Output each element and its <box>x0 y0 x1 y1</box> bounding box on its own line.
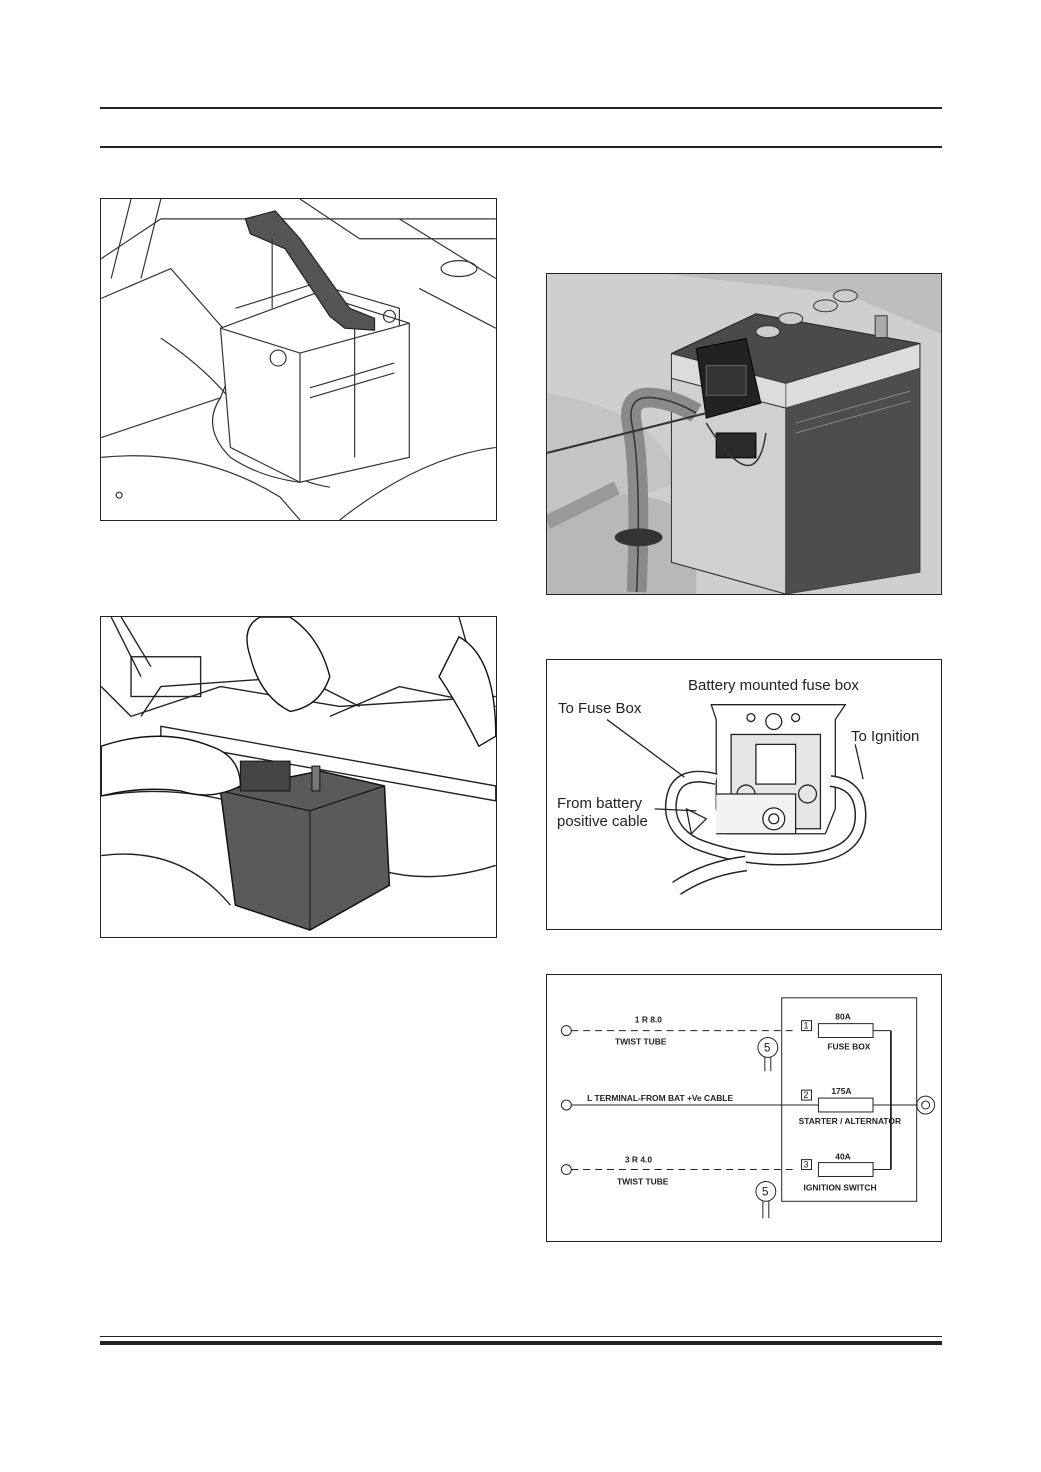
wiring-schematic: 1 R 8.0 TWIST TUBE 80A FUSE BOX L TERMIN… <box>560 997 936 1219</box>
figure-battery-installed <box>546 273 942 595</box>
figure-battery-removal <box>100 616 497 938</box>
fuse-symbol-1 <box>817 1023 874 1039</box>
ground-ref-circle-1 <box>757 1037 779 1058</box>
label-to-ignition: To Ignition <box>851 728 920 745</box>
battery-clamp-illustration <box>101 199 496 520</box>
label-to-fuse-box: To Fuse Box <box>558 700 642 717</box>
figure-fuse-box-labelled: Battery mounted fuse box To Fuse Box To … <box>546 659 942 930</box>
main-terminal-inner <box>921 1100 931 1110</box>
ground-ref-1: 5 <box>764 1040 771 1054</box>
battery-removal-illustration <box>101 617 496 931</box>
circuit1-fuse-rating: 80A <box>835 1012 850 1022</box>
circuit3-sleeve: TWIST TUBE <box>617 1176 669 1186</box>
circuit2-spec: L TERMINAL-FROM BAT +Ve CABLE <box>587 1093 733 1103</box>
footer-rule-thin <box>100 1336 942 1337</box>
circuit3-fuse-label: IGNITION SWITCH <box>804 1182 877 1192</box>
connector-circle-2 <box>560 1099 572 1111</box>
main-terminal-outer <box>916 1095 936 1115</box>
pin-box-2 <box>801 1089 812 1101</box>
connector-circle-3 <box>560 1164 572 1175</box>
fuse-symbol-3 <box>817 1162 874 1177</box>
fuse-box-illustration <box>606 704 867 895</box>
battery-installed-illustration <box>547 274 941 594</box>
circuit2-fuse-rating: 175A <box>831 1086 851 1096</box>
circuit2-fuse-label: STARTER / ALTERNATOR <box>799 1116 901 1126</box>
connector-circle-1 <box>560 1025 572 1037</box>
fuse-symbol-2 <box>817 1097 874 1113</box>
header-rule-top <box>100 107 942 109</box>
ground-ref-circle-3 <box>755 1180 777 1202</box>
circuit3-spec: 3 R 4.0 <box>625 1155 652 1165</box>
pin-box-1 <box>801 1020 812 1032</box>
label-from-battery-1: From battery <box>557 795 643 812</box>
circuit1-fuse-label: FUSE BOX <box>827 1041 870 1051</box>
label-from-battery-2: positive cable <box>557 813 648 830</box>
header-rule-bottom <box>100 146 942 148</box>
circuit1-sleeve: TWIST TUBE <box>615 1036 667 1046</box>
fuse-box-title: Battery mounted fuse box <box>688 677 859 694</box>
footer-rule-thick <box>100 1341 942 1345</box>
pin-box-3 <box>801 1159 812 1171</box>
figure-wiring-diagram: 1 R 8.0 TWIST TUBE 80A FUSE BOX L TERMIN… <box>546 974 942 1242</box>
figure-battery-clamp <box>100 198 497 521</box>
pin-number-1: 1 <box>804 1021 809 1031</box>
fuse-box-outline <box>781 997 918 1202</box>
pin-number-3: 3 <box>804 1160 809 1170</box>
circuit3-fuse-rating: 40A <box>835 1152 850 1162</box>
ground-ref-3: 5 <box>762 1184 769 1198</box>
pin-number-2: 2 <box>804 1090 809 1100</box>
circuit1-spec: 1 R 8.0 <box>635 1015 662 1025</box>
